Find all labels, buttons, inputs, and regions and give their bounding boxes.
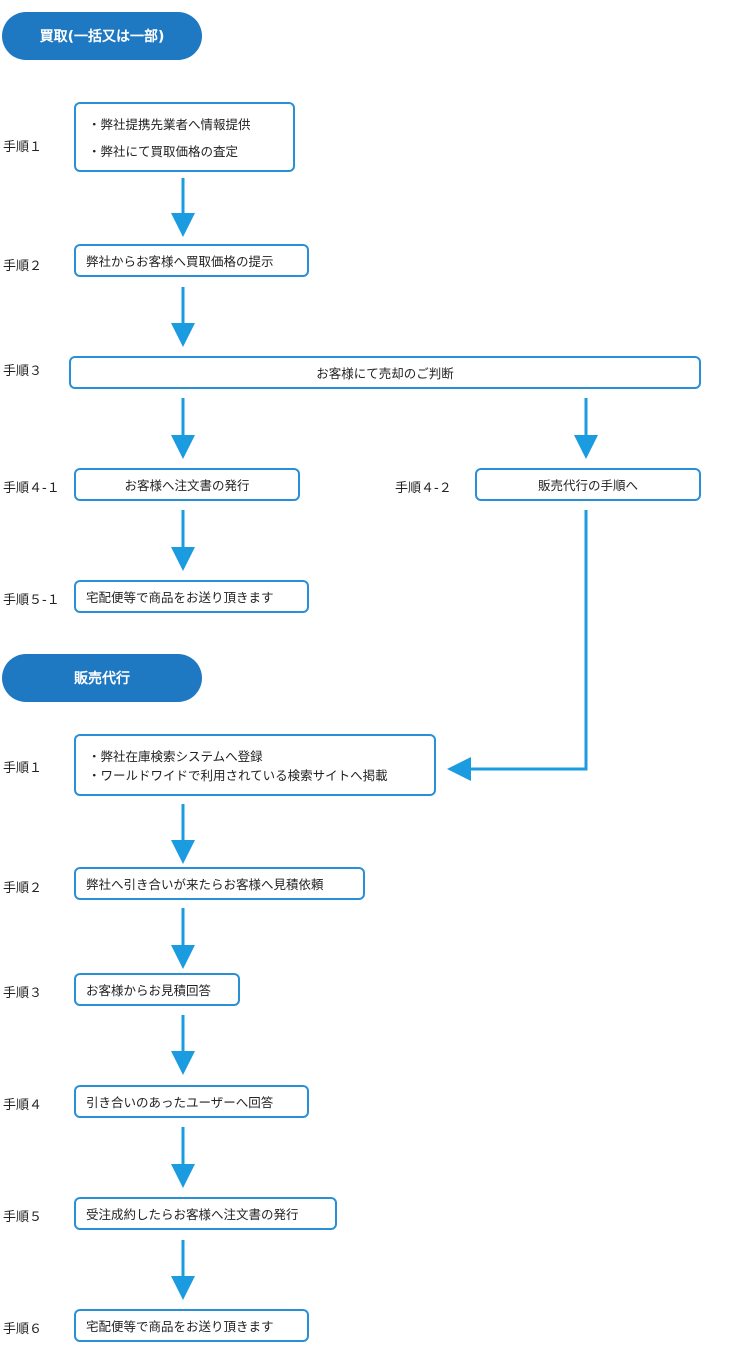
consignment-step4-box: 引き合いのあったユーザーへ回答 <box>74 1085 309 1118</box>
purchase-step3-box: お客様にて売却のご判断 <box>69 356 701 389</box>
step-label: 手順２ <box>3 259 43 274</box>
consignment-step1-line2: ・ワールドワイドで利用されている検索サイトへ掲載 <box>88 768 388 783</box>
purchase-step1-line2: ・弊社にて買取価格の査定 <box>88 144 239 159</box>
consignment-step6-box: 宅配便等で商品をお送り頂きます <box>74 1309 309 1342</box>
purchase-step1-line1: ・弊社提携先業者へ情報提供 <box>88 117 251 132</box>
step-label: 手順４-１ <box>3 481 60 496</box>
step-label: 手順１ <box>3 761 43 776</box>
step-label: 手順４ <box>3 1098 43 1113</box>
purchase-step5-1-box: 宅配便等で商品をお送り頂きます <box>74 580 309 613</box>
purchase-step4-1-box: お客様へ注文書の発行 <box>74 468 300 501</box>
arrow-connector <box>447 510 588 781</box>
step-label: 手順３ <box>3 364 43 379</box>
step-label: 手順４-２ <box>395 481 452 496</box>
consignment-step1-line1: ・弊社在庫検索システムへ登録 <box>88 749 263 764</box>
step-label: 手順５ <box>3 1210 43 1225</box>
step-label: 手順１ <box>3 140 43 155</box>
section-title-consignment: 販売代行 <box>2 654 202 702</box>
purchase-step2-box: 弊社からお客様へ買取価格の提示 <box>74 244 309 277</box>
section-title-purchase: 買取(一括又は一部) <box>2 12 202 60</box>
consignment-step3-box: お客様からお見積回答 <box>74 973 240 1006</box>
purchase-step4-2-box: 販売代行の手順へ <box>475 468 701 501</box>
purchase-step1-box: ・弊社提携先業者へ情報提供 ・弊社にて買取価格の査定 <box>74 102 295 172</box>
step-label: 手順２ <box>3 881 43 896</box>
consignment-step2-box: 弊社へ引き合いが来たらお客様へ見積依頼 <box>74 867 365 900</box>
step-label: 手順５-１ <box>3 593 60 608</box>
step-label: 手順６ <box>3 1322 43 1337</box>
consignment-step5-box: 受注成約したらお客様へ注文書の発行 <box>74 1197 337 1230</box>
consignment-step1-box: ・弊社在庫検索システムへ登録 ・ワールドワイドで利用されている検索サイトへ掲載 <box>74 734 436 796</box>
step-label: 手順３ <box>3 986 43 1001</box>
